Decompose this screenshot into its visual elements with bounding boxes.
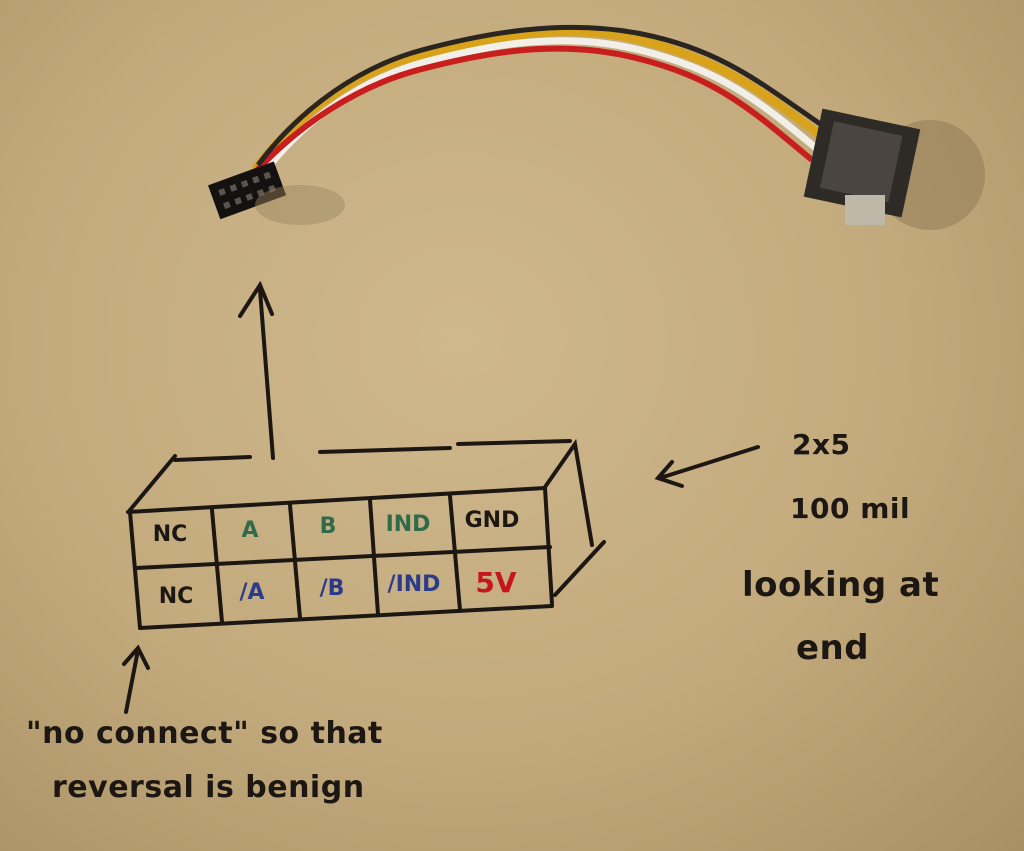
- cell-top-5: GND: [464, 508, 520, 533]
- cell-bottom-4: /IND: [387, 572, 441, 597]
- arrow-to-nc: [122, 644, 150, 714]
- cell-top-2: A: [241, 518, 259, 543]
- connector-diagram: [126, 438, 606, 630]
- cell-top-3: B: [319, 514, 337, 539]
- ribbon-cable: [247, 24, 828, 180]
- cell-top-1: NC: [152, 522, 188, 547]
- note-line-2: reversal is benign: [52, 770, 365, 805]
- arrow-to-box: [654, 445, 760, 488]
- arrow-to-connector: [238, 280, 275, 460]
- size-label: 2x5: [792, 428, 851, 461]
- note-line-1: "no connect" so that: [26, 716, 383, 751]
- db9-connector: [803, 108, 985, 230]
- view-label-line2: end: [796, 628, 870, 668]
- header-connector: [208, 161, 287, 220]
- cell-top-4: IND: [385, 512, 431, 537]
- cell-bottom-3: /B: [319, 576, 345, 601]
- cell-bottom-2: /A: [239, 580, 265, 605]
- cell-bottom-5: 5V: [475, 566, 517, 599]
- pitch-label: 100 mil: [790, 492, 911, 525]
- cell-bottom-1: NC: [158, 584, 194, 609]
- view-label-line1: looking at: [742, 565, 940, 605]
